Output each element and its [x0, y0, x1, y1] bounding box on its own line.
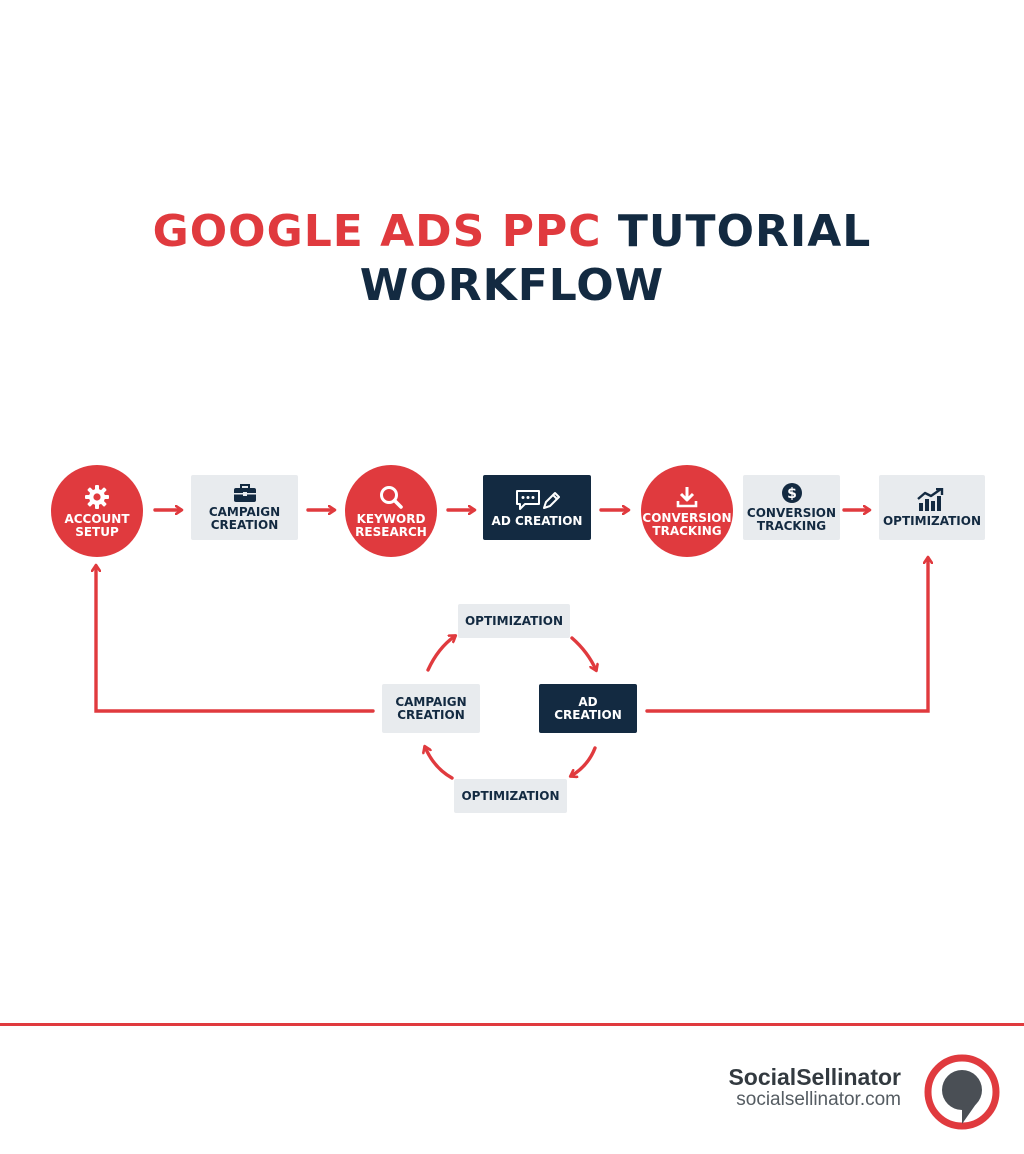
speech-bubble-logo-icon — [924, 1054, 1000, 1130]
svg-text:$: $ — [787, 486, 797, 502]
node-conversion-tracking-2: $ CONVERSION TRACKING — [743, 475, 840, 540]
download-icon — [676, 486, 698, 507]
node-label-line-1: KEYWORD — [356, 511, 426, 526]
node-label-line-2: CREATION — [210, 518, 279, 532]
cycle-arrow-bottom-left — [425, 747, 454, 780]
node-label-line-1: CONVERSION — [746, 506, 837, 520]
node-label-line-2: TRACKING — [652, 523, 722, 538]
briefcase-icon — [233, 484, 256, 502]
node-label-line-1: AD — [578, 694, 598, 709]
node-label-line-2: TRACKING — [756, 519, 827, 533]
diagram-title-line-2: WORKFLOW — [359, 260, 665, 311]
node-label-line-2: SETUP — [75, 524, 119, 539]
node-label-line-1: CONVERSION — [642, 510, 732, 525]
footer-divider — [0, 1023, 1024, 1026]
node-label-line-1: OPTIMIZATION — [464, 613, 563, 628]
cycle-arrow-top-right — [570, 636, 596, 670]
growth-chart-icon — [917, 487, 944, 511]
brand-name: SocialSellinator — [728, 1064, 901, 1090]
title-accent: GOOGLE ADS PPC — [152, 206, 602, 257]
cycle-arrow-right-bottom — [571, 746, 597, 776]
node-keyword-research: KEYWORD RESEARCH — [345, 465, 437, 557]
cycle-node-campaign-creation: CAMPAIGN CREATION — [382, 684, 480, 733]
node-campaign-creation: CAMPAIGN CREATION — [191, 475, 298, 540]
title-rest: TUTORIAL — [617, 206, 872, 257]
cycle-arrow-left-top — [426, 636, 455, 672]
cycle-node-ad-creation: AD CREATION — [539, 684, 637, 733]
node-label-line-1: CAMPAIGN — [395, 694, 467, 709]
node-account-setup: ACCOUNT SETUP — [51, 465, 143, 557]
node-optimization: OPTIMIZATION — [879, 475, 985, 540]
cycle-node-optimization-bottom: OPTIMIZATION — [454, 779, 567, 813]
feedback-line-right — [645, 558, 928, 713]
node-label-line-1: AD CREATION — [491, 513, 583, 528]
chat-pencil-icon — [516, 489, 560, 510]
brand-url: socialsellinator.com — [736, 1089, 901, 1110]
node-label-line-2: RESEARCH — [355, 524, 427, 539]
dollar-icon: $ — [781, 483, 802, 503]
node-ad-creation: AD CREATION — [483, 475, 591, 540]
node-label-line-1: ACCOUNT — [64, 511, 130, 526]
magnifier-icon — [380, 485, 403, 509]
node-label-line-1: OPTIMIZATION — [882, 513, 981, 528]
node-conversion-tracking-1: CONVERSION TRACKING — [641, 465, 733, 557]
gear-icon — [85, 484, 109, 509]
node-label-line-1: OPTIMIZATION — [461, 788, 560, 803]
node-label-line-1: CAMPAIGN — [208, 505, 281, 519]
cycle-node-optimization-top: OPTIMIZATION — [458, 604, 570, 638]
diagram-title-line-1: GOOGLE ADS PPC TUTORIAL — [0, 204, 1024, 260]
node-label-line-2: CREATION — [397, 707, 465, 722]
feedback-line-left — [96, 566, 375, 713]
node-label-line-2: CREATION — [554, 707, 622, 722]
